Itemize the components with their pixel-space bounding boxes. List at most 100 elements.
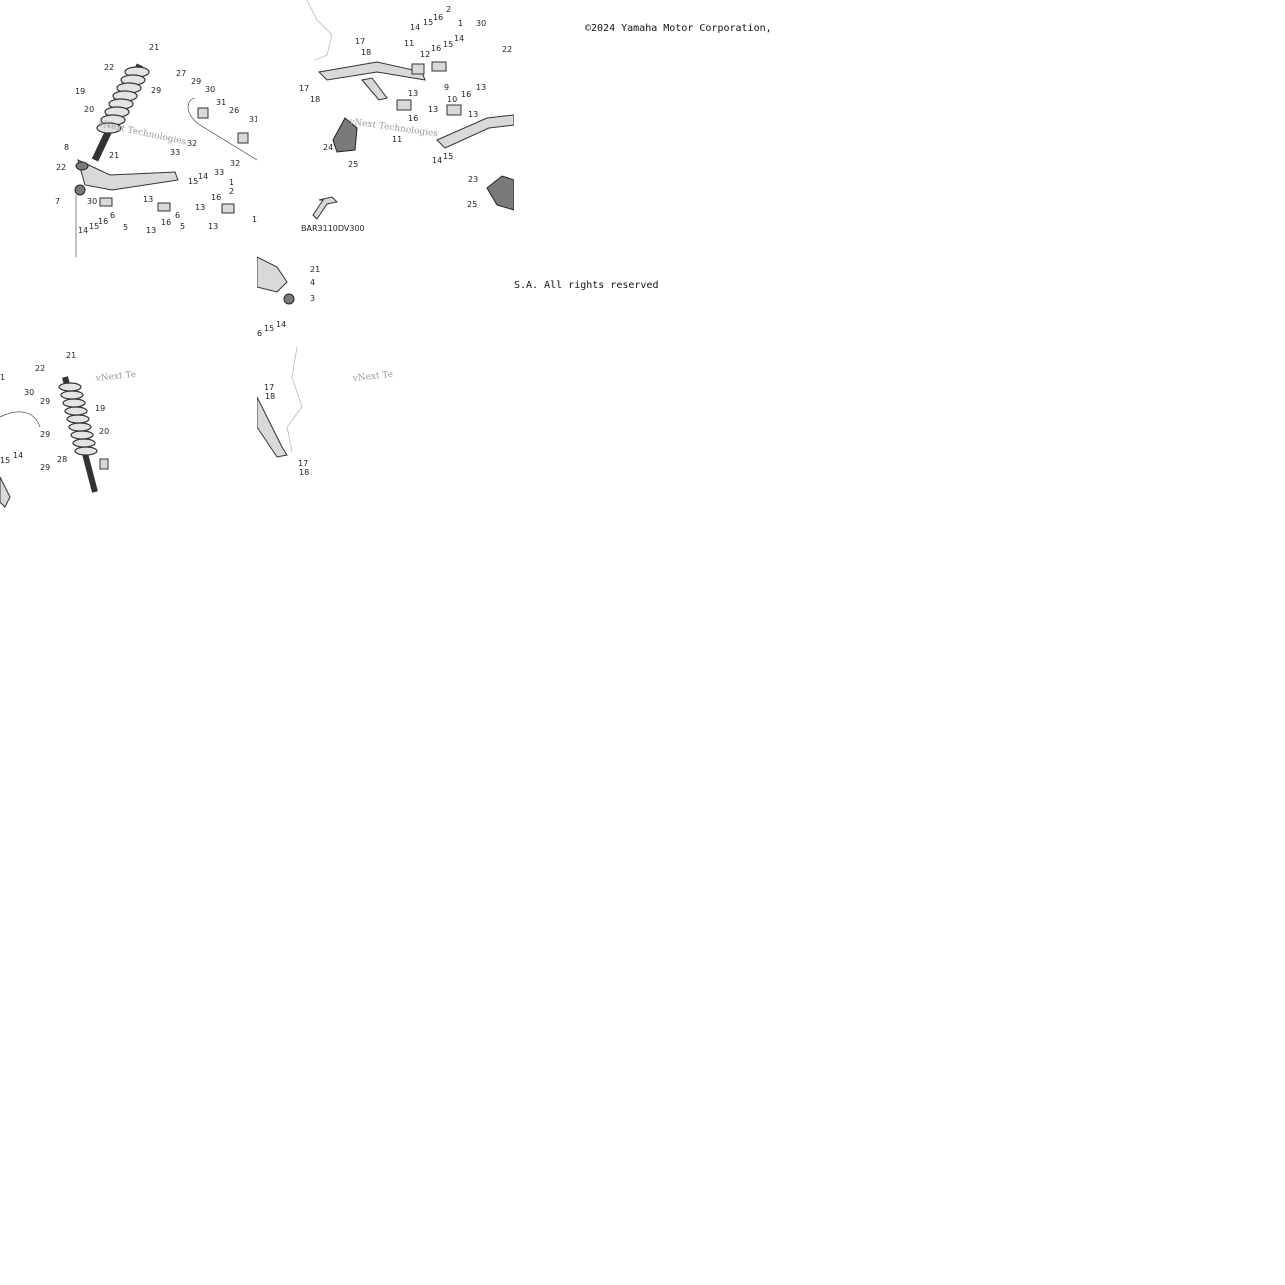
shock-absorber xyxy=(58,382,98,456)
svg-text:13: 13 xyxy=(468,110,478,119)
svg-text:20: 20 xyxy=(99,427,109,436)
exploded-view-shock-side: vNext Te 21 22 30 29 19 20 29 28 15 14 1… xyxy=(0,351,137,508)
exploded-view-knuckle: vNext Te 21 4 3 14 15 6 17 18 17 18 xyxy=(257,257,394,477)
svg-text:22: 22 xyxy=(35,364,45,373)
svg-text:5: 5 xyxy=(123,223,128,232)
svg-text:16: 16 xyxy=(98,217,108,226)
svg-text:22: 22 xyxy=(502,45,512,54)
svg-text:7: 7 xyxy=(55,197,60,206)
diagram-tile-shock-stabilizer: vNext Technologies 21 22 27 29 30 31 26 … xyxy=(0,0,257,257)
knuckle-outline xyxy=(286,346,303,453)
watermark: vNext Te xyxy=(94,370,136,384)
svg-text:14: 14 xyxy=(454,34,464,43)
svg-text:21: 21 xyxy=(66,351,76,360)
callout-labels: 21 4 3 14 15 6 17 18 17 18 xyxy=(257,265,320,477)
svg-text:19: 19 xyxy=(75,87,85,96)
stabilizer-bar xyxy=(187,97,257,161)
svg-text:30: 30 xyxy=(205,85,215,94)
svg-text:5: 5 xyxy=(180,222,185,231)
svg-text:26: 26 xyxy=(229,106,239,115)
svg-text:15: 15 xyxy=(443,40,453,49)
svg-text:28: 28 xyxy=(57,455,67,464)
svg-text:33: 33 xyxy=(214,168,224,177)
svg-text:18: 18 xyxy=(265,392,275,401)
svg-text:8: 8 xyxy=(64,143,69,152)
diagram-code: BAR3110DV300 xyxy=(301,224,365,233)
svg-text:1: 1 xyxy=(0,373,5,382)
svg-text:33: 33 xyxy=(170,148,180,157)
svg-text:1: 1 xyxy=(229,178,234,187)
svg-text:16: 16 xyxy=(408,114,418,123)
copyright-notice-part2: S.A. All rights reserved xyxy=(514,280,659,291)
upper-arm xyxy=(317,61,426,81)
svg-text:3: 3 xyxy=(310,294,315,303)
diagram-tile-shock-side: vNext Te 21 22 30 29 19 20 29 28 15 14 1… xyxy=(0,257,257,514)
svg-text:13: 13 xyxy=(408,89,418,98)
guard-left xyxy=(332,117,358,153)
svg-text:18: 18 xyxy=(361,48,371,57)
svg-text:4: 4 xyxy=(310,278,315,287)
exploded-view-upper-arm: vNext Technologies BAR3110DV300 14 15 16… xyxy=(299,0,514,233)
svg-text:9: 9 xyxy=(444,83,449,92)
svg-text:15: 15 xyxy=(264,324,274,333)
svg-text:20: 20 xyxy=(84,105,94,114)
svg-text:13: 13 xyxy=(428,105,438,114)
svg-text:29: 29 xyxy=(40,397,50,406)
svg-text:27: 27 xyxy=(176,69,186,78)
svg-text:11: 11 xyxy=(404,39,414,48)
svg-text:16: 16 xyxy=(211,193,221,202)
watermark: vNext Te xyxy=(351,370,393,384)
svg-text:18: 18 xyxy=(310,95,320,104)
svg-text:29: 29 xyxy=(40,463,50,472)
svg-text:17: 17 xyxy=(264,383,274,392)
svg-text:16: 16 xyxy=(461,90,471,99)
svg-text:21: 21 xyxy=(149,43,159,52)
svg-text:15: 15 xyxy=(0,456,10,465)
svg-text:17: 17 xyxy=(298,459,308,468)
svg-text:32: 32 xyxy=(187,139,197,148)
svg-text:25: 25 xyxy=(467,200,477,209)
svg-text:18: 18 xyxy=(299,468,309,477)
svg-text:12: 12 xyxy=(420,50,430,59)
svg-text:6: 6 xyxy=(257,329,262,338)
svg-text:16: 16 xyxy=(433,13,443,22)
svg-text:13: 13 xyxy=(208,222,218,231)
svg-text:15: 15 xyxy=(423,18,433,27)
svg-text:14: 14 xyxy=(78,226,88,235)
callout-labels: 21 22 27 29 30 31 26 31 19 20 29 8 21 33… xyxy=(55,43,257,235)
svg-text:25: 25 xyxy=(348,160,358,169)
svg-text:11: 11 xyxy=(392,135,402,144)
svg-text:6: 6 xyxy=(175,211,180,220)
shock-absorber xyxy=(91,63,150,162)
svg-text:1: 1 xyxy=(458,19,463,28)
svg-text:13: 13 xyxy=(476,83,486,92)
svg-text:30: 30 xyxy=(87,197,97,206)
svg-text:13: 13 xyxy=(146,226,156,235)
svg-text:17: 17 xyxy=(355,37,365,46)
svg-text:10: 10 xyxy=(447,95,457,104)
callout-labels: 14 15 16 2 1 30 22 17 18 11 12 16 15 14 … xyxy=(299,5,512,209)
svg-text:29: 29 xyxy=(191,77,201,86)
copyright-notice-part1: ©2024 Yamaha Motor Corporation, U.S xyxy=(585,23,771,34)
stabilizer-bar xyxy=(0,411,41,428)
svg-text:31: 31 xyxy=(216,98,226,107)
svg-text:14: 14 xyxy=(276,320,286,329)
svg-text:30: 30 xyxy=(476,19,486,28)
svg-text:16: 16 xyxy=(431,44,441,53)
upper-arm-right xyxy=(436,114,514,149)
svg-text:31: 31 xyxy=(249,115,257,124)
guard-right xyxy=(486,175,514,211)
diagram-tile-knuckle: vNext Te 21 4 3 14 15 6 17 18 17 18 xyxy=(257,257,514,514)
arrow-forward xyxy=(312,196,339,220)
knuckle-outline xyxy=(306,0,333,61)
svg-text:14: 14 xyxy=(13,451,23,460)
svg-text:14: 14 xyxy=(410,23,420,32)
lower-arm xyxy=(77,159,179,191)
svg-text:15: 15 xyxy=(89,222,99,231)
svg-text:21: 21 xyxy=(310,265,320,274)
svg-text:29: 29 xyxy=(151,86,161,95)
callout-labels: 21 22 30 29 19 20 29 28 15 14 1 29 xyxy=(0,351,109,472)
svg-text:14: 14 xyxy=(198,172,208,181)
svg-text:21: 21 xyxy=(109,151,119,160)
svg-text:22: 22 xyxy=(56,163,66,172)
